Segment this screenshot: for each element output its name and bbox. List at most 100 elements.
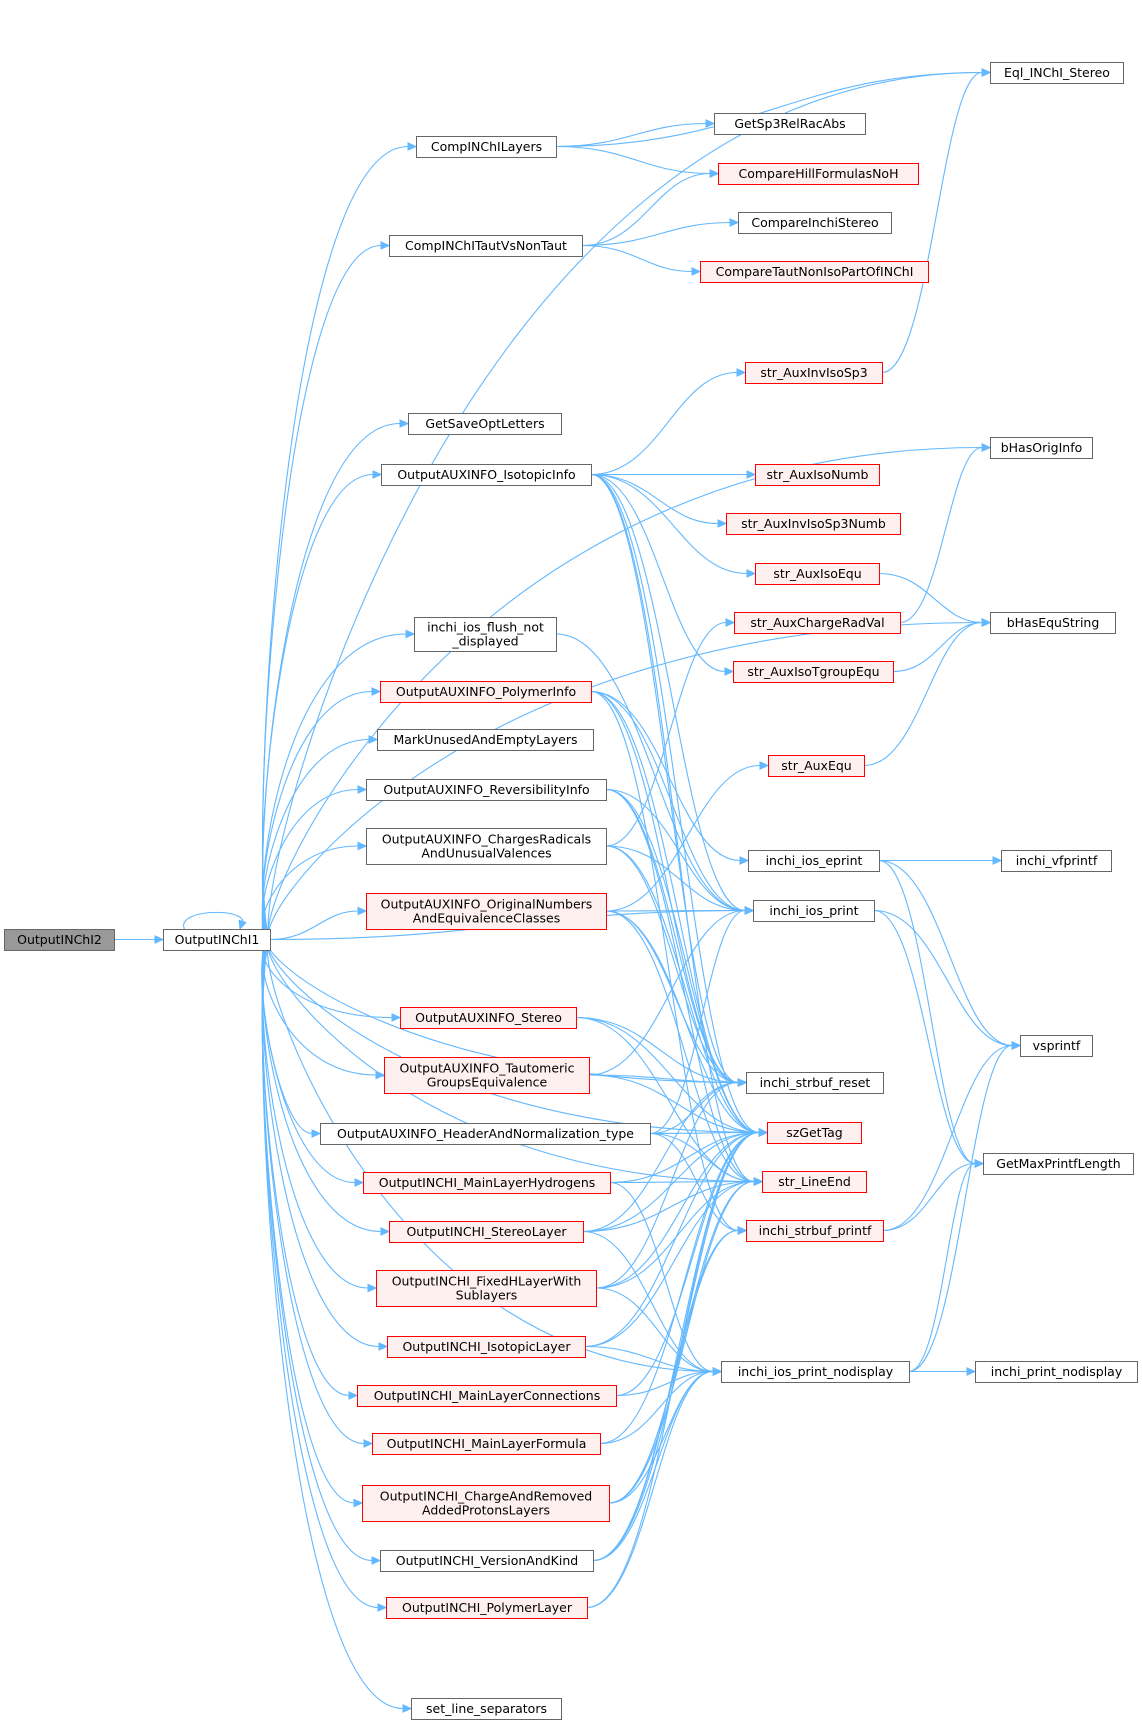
node-box xyxy=(990,62,1124,84)
node-inchi-strbuf-printf[interactable]: inchi_strbuf_printf xyxy=(746,1220,884,1242)
node-box xyxy=(746,1072,884,1094)
edge-outputauxinfo-isotopicinfo-to-inchi-strbuf-reset xyxy=(590,473,748,1087)
node-str-auxisoequ[interactable]: str_AuxIsoEqu xyxy=(755,563,880,585)
edge-outputinchi-fixedhlayerwith-to-inchi-strbuf-reset xyxy=(595,1078,748,1289)
node-outputauxinfo-isotopicinfo[interactable]: OutputAUXINFO_IsotopicInfo xyxy=(381,464,592,486)
edge-arrowhead xyxy=(974,1159,985,1168)
edge-arrowhead xyxy=(357,841,368,851)
edge-arrowhead xyxy=(746,470,757,479)
node-box xyxy=(357,1385,617,1407)
node-inchi-vfprintf[interactable]: inchi_vfprintf xyxy=(1001,850,1112,872)
node-set-line-separators[interactable]: set_line_separators xyxy=(411,1698,562,1720)
edge-line xyxy=(575,1016,760,1134)
node-outputinchi2[interactable]: OutputINChI2 xyxy=(4,929,115,951)
node-str-lineend[interactable]: str_LineEnd xyxy=(762,1171,867,1193)
node-label: vsprintf xyxy=(1033,1038,1081,1053)
node-str-auxisonumb[interactable]: str_AuxIsoNumb xyxy=(755,464,880,486)
node-outputauxinfo-stereo[interactable]: OutputAUXINFO_Stereo xyxy=(400,1007,577,1029)
node-compinchitautvsnontaut[interactable]: CompINChITautVsNonTaut xyxy=(389,235,583,257)
node-getmaxprintflength[interactable]: GetMaxPrintfLength xyxy=(983,1153,1134,1175)
node-outputauxinfo-chargesradicals[interactable]: OutputAUXINFO_ChargesRadicalsAndUnusualV… xyxy=(366,828,607,865)
node-bhasoriginfo[interactable]: bHasOrigInfo xyxy=(990,437,1093,459)
edge-outputinchi1-to-outputinchi-chargeandremoved xyxy=(261,939,364,1508)
edge-line xyxy=(595,1287,714,1373)
edge-line xyxy=(609,1181,714,1373)
node-inchi-ios-eprint[interactable]: inchi_ios_eprint xyxy=(748,850,880,872)
node-box xyxy=(389,235,583,257)
edge-line xyxy=(605,910,760,1134)
edge-line xyxy=(590,473,746,912)
node-inchi-ios-print[interactable]: inchi_ios_print xyxy=(753,900,875,922)
node-str-auxisotgroupequ[interactable]: str_AuxIsoTgroupEqu xyxy=(733,661,894,683)
node-outputinchi-isotopiclayer[interactable]: OutputINCHI_IsotopicLayer xyxy=(387,1336,586,1358)
node-outputinchi-versionandkind[interactable]: OutputINCHI_VersionAndKind xyxy=(380,1550,594,1572)
node-str-auxequ[interactable]: str_AuxEqu xyxy=(768,755,865,777)
node-label: OutputINCHI_StereoLayer xyxy=(406,1224,567,1239)
node-str-auxinvisosp3numb[interactable]: str_AuxInvIsoSp3Numb xyxy=(726,513,901,535)
node-outputauxinfo-originalnumbers[interactable]: OutputAUXINFO_OriginalNumbersAndEquivale… xyxy=(366,893,607,930)
node-getsp3relracabs[interactable]: GetSp3RelRacAbs xyxy=(714,113,866,135)
node-outputinchi-mainlayerformula[interactable]: OutputINCHI_MainLayerFormula xyxy=(372,1433,601,1455)
edge-line xyxy=(584,1131,760,1348)
edge-line xyxy=(595,1081,739,1289)
edge-line xyxy=(590,473,739,1084)
node-box xyxy=(389,1221,584,1243)
edge-arrowhead xyxy=(746,569,757,578)
edge-line xyxy=(873,909,976,1165)
node-markunusedandemptylayers[interactable]: MarkUnusedAndEmptyLayers xyxy=(377,729,594,751)
edge-line xyxy=(262,145,409,940)
node-label: OutputAUXINFO_ChargesRadicals xyxy=(382,832,591,847)
edge-line xyxy=(582,1180,755,1233)
edge-arrowhead xyxy=(717,519,728,528)
node-outputinchi-mainlayerhydrogens[interactable]: OutputINCHI_MainLayerHydrogens xyxy=(363,1172,611,1194)
node-label: AndEquivalenceClasses xyxy=(413,911,560,926)
node-label: _displayed xyxy=(451,634,518,649)
edge-inchi-ios-eprint-to-vsprintf xyxy=(878,859,1022,1050)
node-szgettag[interactable]: szGetTag xyxy=(767,1122,862,1144)
node-outputinchi-chargeandremoved[interactable]: OutputINCHI_ChargeAndRemovedAddedProtons… xyxy=(362,1485,610,1522)
node-box xyxy=(366,893,607,930)
node-eql-inchi-stereo[interactable]: Eql_INChI_Stereo xyxy=(990,62,1124,84)
edge-arrowhead xyxy=(691,267,702,276)
node-inchi-ios-print-nodisplay[interactable]: inchi_ios_print_nodisplay xyxy=(721,1361,910,1383)
node-compinchilayers[interactable]: CompINChILayers xyxy=(416,136,557,158)
node-vsprintf[interactable]: vsprintf xyxy=(1020,1035,1093,1057)
edge-outputinchi-mainlayerformula-to-inchi-ios-print-nodisplay xyxy=(599,1367,723,1445)
edge-line xyxy=(605,621,727,847)
node-outputauxinfo-polymerinfo[interactable]: OutputAUXINFO_PolymerInfo xyxy=(380,681,592,703)
node-outputinchi-polymerlayer[interactable]: OutputINCHI_PolymerLayer xyxy=(386,1597,588,1619)
node-str-auxinvisosp3[interactable]: str_AuxInvIsoSp3 xyxy=(745,362,883,384)
node-label: inchi_ios_eprint xyxy=(766,853,863,868)
edge-line xyxy=(590,371,738,476)
node-box xyxy=(377,729,594,751)
node-bhasequstring[interactable]: bHasEquString xyxy=(990,612,1116,634)
edge-arrowhead xyxy=(709,169,720,178)
node-box xyxy=(748,850,880,872)
edge-arrowhead xyxy=(238,919,247,931)
node-label: AddedProtonsLayers xyxy=(422,1503,550,1518)
edge-line xyxy=(592,1180,755,1562)
node-getsaveoptletters[interactable]: GetSaveOptLetters xyxy=(408,413,562,435)
edge-line xyxy=(608,1131,760,1504)
node-compareinchistereo[interactable]: CompareInchiStereo xyxy=(738,212,892,234)
node-box xyxy=(738,212,892,234)
node-comparetautnonisopartofinchi[interactable]: CompareTautNonIsoPartOfINChI xyxy=(700,261,929,283)
node-outputauxinfo-headerandnormalization-type[interactable]: OutputAUXINFO_HeaderAndNormalization_typ… xyxy=(320,1123,651,1145)
node-box xyxy=(718,163,919,185)
node-inchi-print-nodisplay[interactable]: inchi_print_nodisplay xyxy=(975,1361,1138,1383)
node-box xyxy=(408,413,562,435)
node-outputauxinfo-tautomeric[interactable]: OutputAUXINFO_TautomericGroupsEquivalenc… xyxy=(384,1057,590,1094)
node-outputinchi-stereolayer[interactable]: OutputINCHI_StereoLayer xyxy=(389,1221,584,1243)
edge-outputinchi1-to-outputauxinfo-isotopicinfo xyxy=(261,470,383,940)
edge-outputinchi1-to-outputauxinfo-originalnumbers xyxy=(269,906,368,941)
node-outputinchi1[interactable]: OutputINChI1 xyxy=(163,929,271,951)
node-outputauxinfo-reversibilityinfo[interactable]: OutputAUXINFO_ReversibilityInfo xyxy=(366,779,607,801)
node-outputinchi-mainlayerconnections[interactable]: OutputINCHI_MainLayerConnections xyxy=(357,1385,617,1407)
edge-arrowhead xyxy=(405,629,416,639)
node-comparehillformulasnoh[interactable]: CompareHillFormulasNoH xyxy=(718,163,919,185)
node-str-auxchargeradval[interactable]: str_AuxChargeRadVal xyxy=(734,612,901,634)
node-inchi-ios-flush-not-displayed[interactable]: inchi_ios_flush_not_displayed xyxy=(414,617,557,652)
node-inchi-strbuf-reset[interactable]: inchi_strbuf_reset xyxy=(746,1072,884,1094)
edge-outputinchi1-to-outputinchi-mainlayerformula xyxy=(261,939,374,1448)
